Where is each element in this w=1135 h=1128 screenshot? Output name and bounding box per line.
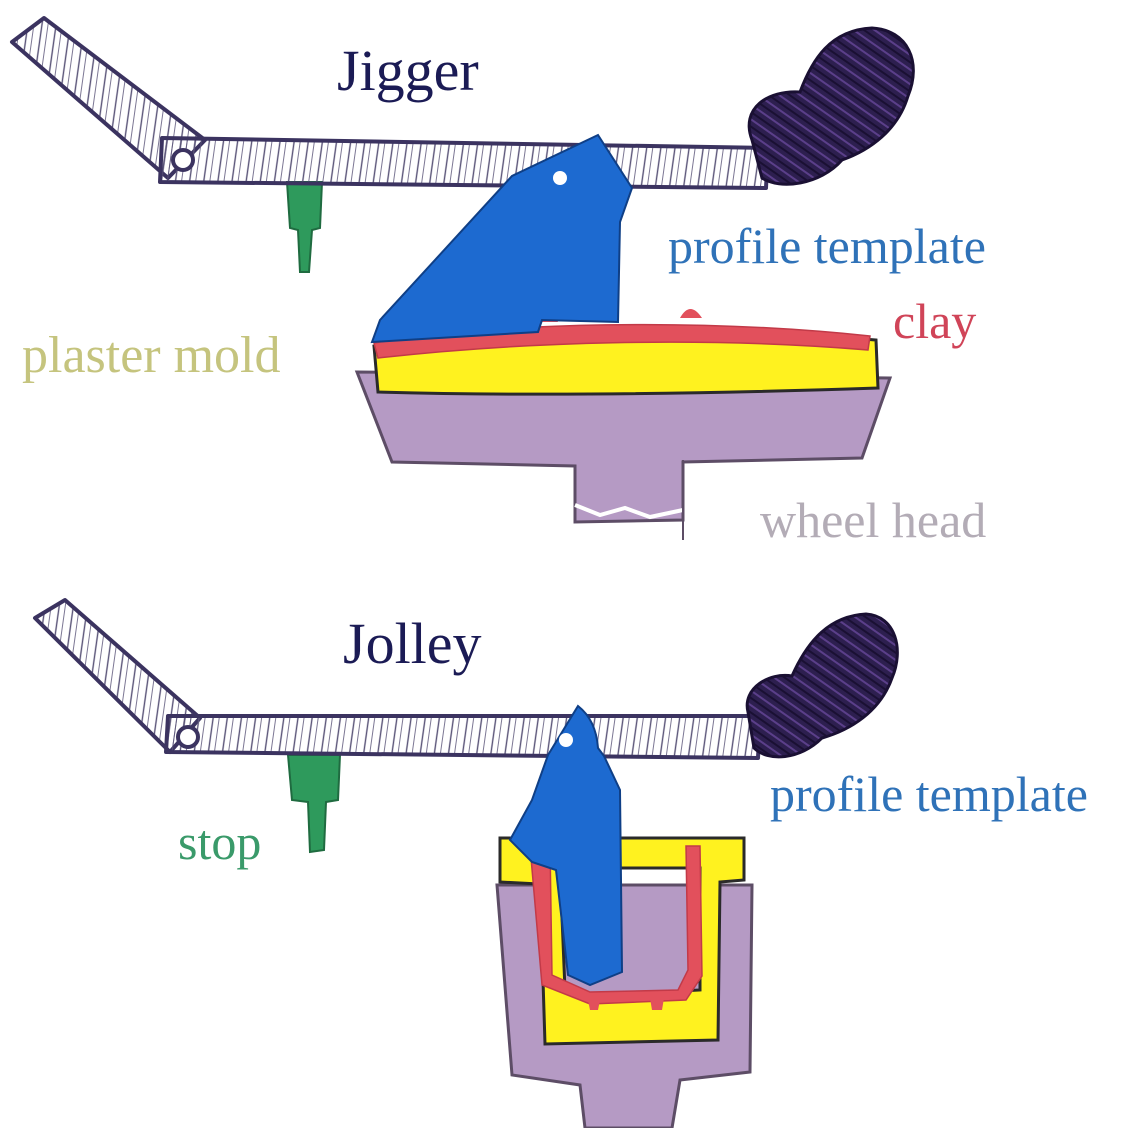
profile-template-label-top: profile template: [668, 221, 986, 271]
jigger-handle: [749, 28, 913, 184]
jolley-arm-horizontal: [166, 716, 760, 758]
jolley-illustration: [35, 600, 897, 1128]
jolley-title: Jolley: [343, 615, 482, 673]
jolley-stop: [288, 755, 340, 852]
wheel-head-label: wheel head: [760, 495, 986, 545]
jigger-arm-horizontal: [160, 138, 768, 188]
jigger-title: Jigger: [337, 42, 479, 100]
profile-template-label-bottom: profile template: [770, 769, 1088, 819]
jigger-stop: [287, 182, 322, 272]
jigger-pivot: [173, 150, 193, 170]
stop-label: stop: [178, 817, 261, 867]
clay-label: clay: [893, 296, 976, 346]
jolley-pivot: [178, 727, 198, 747]
plaster-mold-label: plaster mold: [22, 330, 281, 382]
jolley-handle: [747, 614, 897, 757]
